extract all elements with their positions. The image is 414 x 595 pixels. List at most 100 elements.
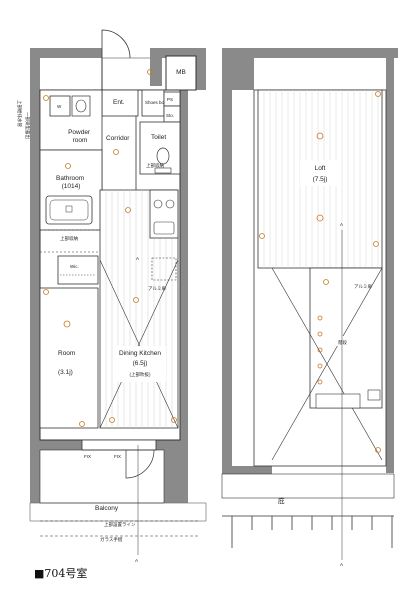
- loft-bottom-wall: [222, 466, 272, 474]
- entrance-label: Ent.: [113, 99, 125, 106]
- room-light-icon: [63, 320, 71, 328]
- balcony-side-right: [164, 450, 188, 503]
- alcove-note: アルミ扉: [148, 285, 166, 292]
- ps-label: PS: [167, 97, 173, 102]
- loft-section-top: A: [340, 222, 343, 227]
- loft-fixtures: [259, 91, 381, 453]
- balcony: [39, 449, 165, 504]
- stove-icon-2: [165, 199, 175, 209]
- stove-icon: [153, 199, 163, 209]
- top-wall-entry: [150, 48, 162, 86]
- section-marker-bottom: A: [135, 558, 138, 563]
- unit-caption: ■704号室: [34, 567, 88, 580]
- eaves-area: [221, 473, 395, 499]
- fix-left-label: FIX: [84, 454, 91, 459]
- wic-label: Wic.: [70, 264, 79, 269]
- void-light-icon: [317, 331, 323, 337]
- outlet-icon: [65, 163, 71, 169]
- mb-label: MB: [176, 69, 186, 76]
- loft-light-icon: [316, 214, 324, 222]
- loft-light-icon: [316, 132, 324, 140]
- bathtub-inner: [49, 199, 89, 221]
- loft-right-wall: [386, 48, 394, 473]
- stairs-label: 階段: [338, 339, 347, 346]
- outlet-icon: [43, 289, 49, 295]
- void-light-icon: [317, 363, 323, 369]
- loft-section-bottom: A: [340, 562, 343, 567]
- entrance-door[interactable]: [101, 29, 131, 59]
- void-light-icon: [317, 347, 323, 353]
- fridge-space: [151, 257, 177, 281]
- room-label: Room: [58, 350, 75, 357]
- outlet-icon: [147, 69, 153, 75]
- loft-label-bg: [300, 160, 340, 186]
- bathroom-line-2: (1014): [62, 183, 81, 190]
- entrance-area: [101, 89, 139, 117]
- void-cross-2: [271, 267, 383, 461]
- outlet-icon: [171, 417, 177, 423]
- mb-right-wall: [196, 48, 206, 90]
- outlet-icon: [113, 149, 119, 155]
- toilet-icon: [156, 147, 170, 165]
- balcony-note-2: ガラス手摺: [100, 536, 123, 543]
- powder-room: [39, 89, 103, 151]
- section-marker-top: A: [136, 256, 139, 261]
- bathroom-line-1: Bathroom: [56, 175, 84, 182]
- balcony-note-1: 上部設置ライン: [104, 521, 136, 528]
- loft-label: Loft: [315, 165, 326, 172]
- room-size: (3.1j): [58, 369, 73, 376]
- balcony-door-swing[interactable]: [125, 449, 155, 479]
- bottom-wall-right: [156, 440, 188, 450]
- pipe-note: 上部給排水管: [16, 100, 23, 127]
- balcony-window[interactable]: [81, 439, 157, 451]
- powder-room-label: Powder room: [68, 129, 92, 144]
- washer-label: W: [57, 104, 62, 109]
- unit-floor-plan: MB Ent. Shoes box PS Sto. W Powder room …: [16, 29, 207, 563]
- left-outer-wall: [30, 48, 40, 503]
- eaves-label: 庇: [278, 496, 285, 505]
- walk-in-closet: [57, 255, 99, 285]
- loft-top-wall: [222, 48, 398, 58]
- top-wall-left: [30, 48, 102, 58]
- loft-size: (7.5j): [313, 176, 328, 183]
- vanity: [71, 95, 91, 117]
- loft-outlet-icon: [375, 91, 381, 97]
- loft-outlet-icon: [375, 447, 381, 453]
- void-light-icon: [317, 379, 323, 385]
- dining-kitchen-note: (上部吹抜): [130, 371, 151, 378]
- loft-top-notch: [232, 58, 254, 90]
- outlet-icon: [133, 297, 139, 303]
- void-light-icon: [317, 315, 323, 321]
- shoes-box-label: Shoes box: [145, 100, 167, 105]
- wall-note: 一部梁型露出: [24, 112, 31, 139]
- dining-kitchen-label: Dining Kitchen: [119, 350, 161, 357]
- washing-machine: [49, 95, 71, 117]
- vanity-sink-icon: [75, 99, 87, 113]
- dk-cross-2: [99, 259, 179, 429]
- parapet-outline: [222, 515, 394, 548]
- balcony-label: Balcony: [95, 505, 119, 512]
- loft-wood-floor: [263, 90, 379, 268]
- mb-box: [165, 55, 197, 91]
- loft-alcove-note: アルミ扉: [354, 283, 372, 290]
- right-outer-wall: [180, 90, 188, 440]
- outlet-icon: [125, 207, 131, 213]
- powder-room-line-2: room: [73, 137, 88, 144]
- bathroom-label: Bathroom (1014): [56, 175, 86, 190]
- storage-note-left: 上部収納: [60, 235, 78, 242]
- toilet-room: [139, 121, 181, 175]
- electrical-symbols: [43, 69, 177, 427]
- parapet: [222, 515, 394, 548]
- bottom-wall-left: [30, 440, 82, 450]
- dining-kitchen-size: (6.5j): [133, 360, 148, 367]
- kitchen-sink-icon: [153, 221, 175, 235]
- powder-room-line-1: Powder: [68, 129, 91, 136]
- kitchen-counter: [149, 189, 179, 239]
- room: [39, 287, 99, 429]
- loft-left-wall: [222, 48, 232, 473]
- corridor-label: Corridor: [106, 135, 130, 142]
- loft-plan: Loft (7.5j) 階段 アルミ扉 庇: [221, 48, 398, 567]
- toilet-tank-icon: [154, 167, 172, 174]
- toilet-label: Toilet: [151, 134, 166, 141]
